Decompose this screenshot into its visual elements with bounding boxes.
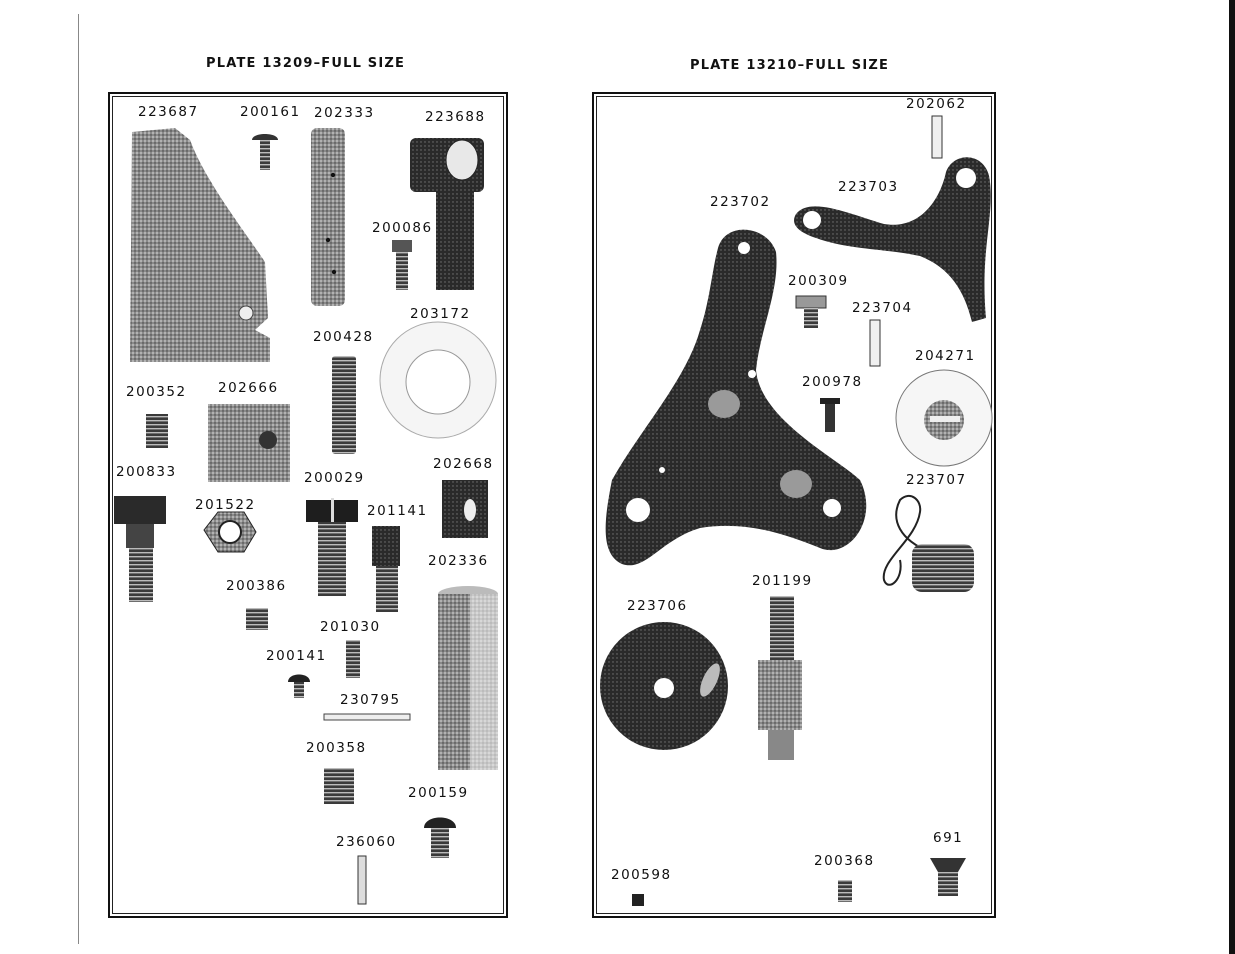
part-202333	[311, 128, 345, 306]
label-201030: 201030	[320, 619, 381, 635]
part-223688	[410, 138, 484, 290]
part-230795	[323, 713, 411, 721]
plate-13210-frame	[592, 92, 996, 918]
label-201141: 201141	[367, 503, 428, 519]
part-200833	[114, 496, 166, 602]
part-200368	[838, 880, 852, 902]
part-200978	[820, 398, 840, 432]
label-200141: 200141	[266, 648, 327, 664]
label-201199: 201199	[752, 573, 813, 589]
label-200352: 200352	[126, 384, 187, 400]
part-200598	[632, 894, 644, 906]
label-200086: 200086	[372, 220, 433, 236]
label-201522: 201522	[195, 497, 256, 513]
label-230795: 230795	[340, 692, 401, 708]
label-202333: 202333	[314, 105, 375, 121]
part-200386	[246, 608, 268, 630]
label-223687: 223687	[138, 104, 199, 120]
part-200141	[288, 674, 310, 698]
label-200368: 200368	[814, 853, 875, 869]
part-201141	[372, 526, 400, 612]
label-200386: 200386	[226, 578, 287, 594]
part-200352	[146, 414, 168, 448]
label-223702: 223702	[710, 194, 771, 210]
label-236060: 236060	[336, 834, 397, 850]
part-223703	[794, 157, 991, 322]
part-223706	[600, 622, 728, 750]
part-200358	[324, 768, 354, 804]
label-200161: 200161	[240, 104, 301, 120]
part-200159	[424, 817, 456, 858]
part-691	[930, 858, 966, 896]
label-200978: 200978	[802, 374, 863, 390]
part-200161	[252, 134, 278, 170]
part-201199	[758, 596, 802, 760]
part-204271	[895, 369, 993, 467]
plate-13209-title: PLATE 13209–FULL SIZE	[206, 56, 406, 71]
part-223702	[605, 229, 867, 566]
part-202336	[438, 586, 498, 770]
label-200598: 200598	[611, 867, 672, 883]
part-201030	[346, 640, 360, 678]
part-223704	[869, 319, 881, 367]
label-223704: 223704	[852, 300, 913, 316]
label-202336: 202336	[428, 553, 489, 569]
part-202666	[208, 404, 290, 482]
label-200029: 200029	[304, 470, 365, 486]
label-200159: 200159	[408, 785, 469, 801]
part-223687	[130, 128, 270, 362]
part-200428	[332, 356, 356, 454]
part-202668	[442, 480, 488, 538]
label-202668: 202668	[433, 456, 494, 472]
label-203172: 203172	[410, 306, 471, 322]
label-223706: 223706	[627, 598, 688, 614]
label-202062: 202062	[906, 96, 967, 112]
label-200358: 200358	[306, 740, 367, 756]
plate-13210-title: PLATE 13210–FULL SIZE	[690, 58, 890, 73]
left-margin-line	[78, 14, 79, 944]
label-200428: 200428	[313, 329, 374, 345]
part-200029	[306, 498, 358, 596]
right-edge-bar	[1229, 0, 1235, 954]
part-200086	[392, 240, 412, 290]
part-223707	[882, 494, 974, 592]
label-223703: 223703	[838, 179, 899, 195]
label-200309: 200309	[788, 273, 849, 289]
label-691: 691	[933, 830, 964, 846]
part-202062	[931, 115, 943, 159]
part-203172	[379, 321, 497, 439]
part-236060	[357, 855, 367, 905]
part-201522	[203, 511, 257, 553]
label-202666: 202666	[218, 380, 279, 396]
label-204271: 204271	[915, 348, 976, 364]
label-223707: 223707	[906, 472, 967, 488]
plate-13209-frame	[108, 92, 508, 918]
part-200309	[795, 295, 827, 328]
label-200833: 200833	[116, 464, 177, 480]
label-223688: 223688	[425, 109, 486, 125]
